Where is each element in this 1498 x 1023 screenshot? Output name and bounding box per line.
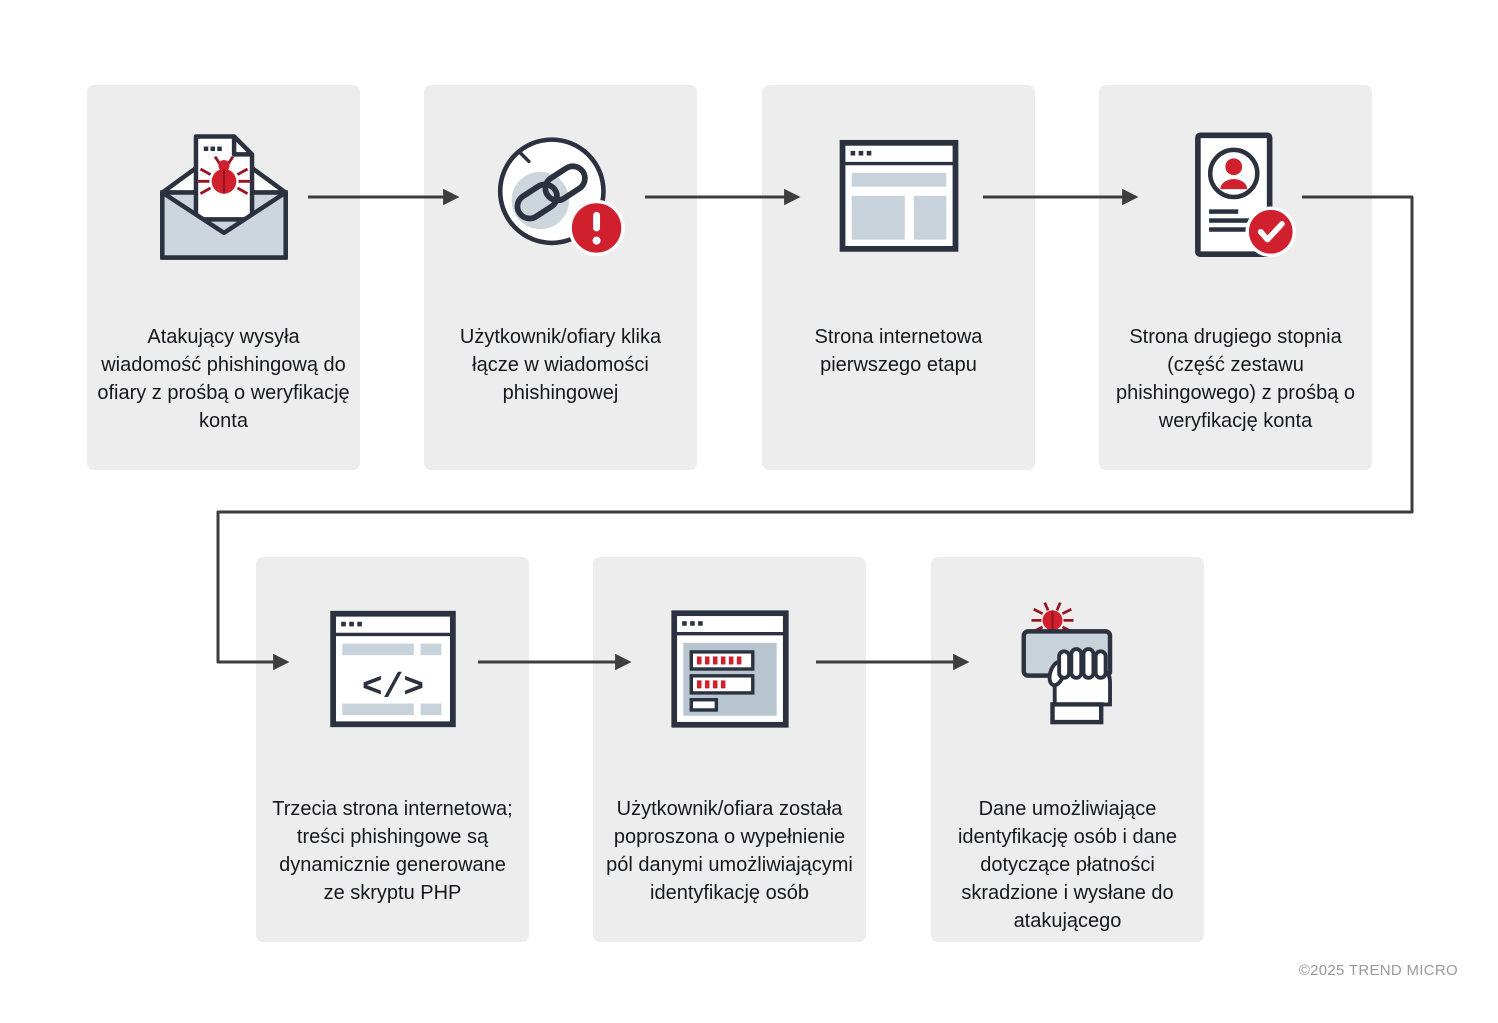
step-card-2: Użytkownik/ofiary klika łącze w wiadomoś… bbox=[424, 85, 697, 470]
phishing-email-icon bbox=[145, 85, 303, 309]
stolen-card-icon bbox=[995, 557, 1141, 781]
step-card-5: </> Trzecia strona internetowa; treści p… bbox=[256, 557, 529, 942]
code-glyph: </> bbox=[361, 669, 423, 708]
copyright-text: ©2025 TREND MICRO bbox=[1298, 962, 1458, 979]
first-stage-page-icon bbox=[824, 85, 974, 309]
step-label-7: Dane umożliwiające identyfikację osób i … bbox=[957, 798, 1178, 932]
step-card-3: Strona internetowa pierwszego etapu bbox=[762, 85, 1035, 470]
step-label-6: Użytkownik/ofiara została poproszona o w… bbox=[606, 798, 853, 904]
step-label-2: Użytkownik/ofiary klika łącze w wiadomoś… bbox=[459, 326, 662, 404]
malicious-link-icon bbox=[485, 85, 637, 309]
step-card-7: Dane umożliwiające identyfikację osób i … bbox=[931, 557, 1204, 942]
verification-page-icon bbox=[1162, 85, 1310, 309]
step-label-3: Strona internetowa pierwszego etapu bbox=[814, 326, 983, 376]
step-label-1: Atakujący wysyła wiadomość phishingową d… bbox=[97, 326, 350, 432]
credentials-form-icon bbox=[656, 557, 804, 781]
step-card-4: Strona drugiego stopnia (część zestawu p… bbox=[1099, 85, 1372, 470]
step-label-4: Strona drugiego stopnia (część zestawu p… bbox=[1115, 326, 1356, 432]
step-card-1: Atakujący wysyła wiadomość phishingową d… bbox=[87, 85, 360, 470]
php-generated-page-icon: </> bbox=[317, 557, 469, 781]
step-label-5: Trzecia strona internetowa; treści phish… bbox=[272, 798, 513, 904]
step-card-6: Użytkownik/ofiara została poproszona o w… bbox=[593, 557, 866, 942]
